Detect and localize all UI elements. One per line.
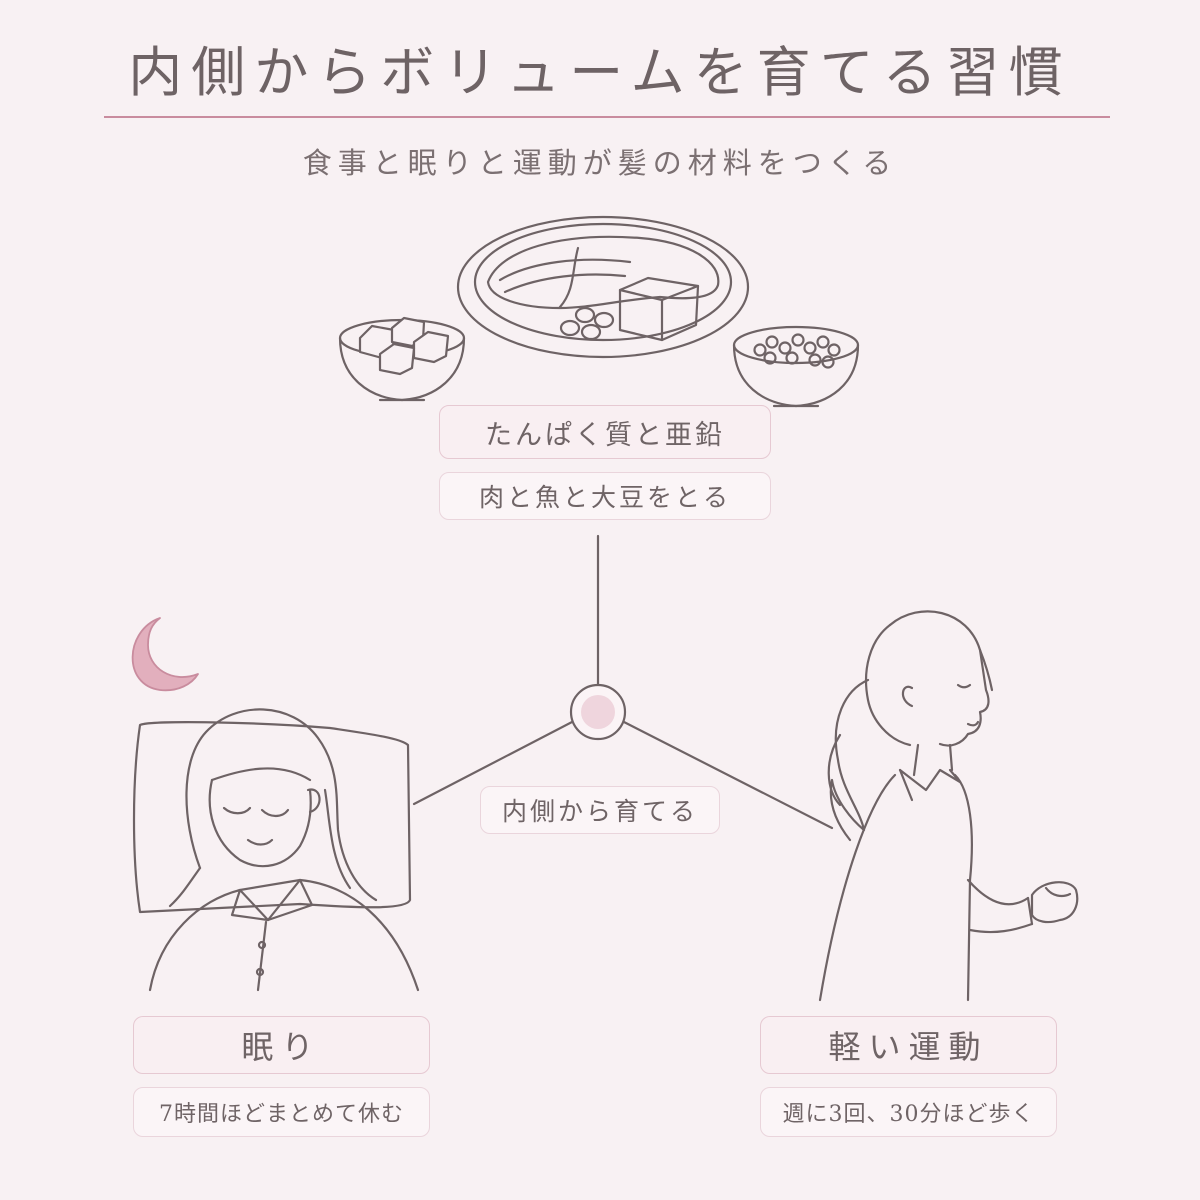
connector-exercise xyxy=(622,720,834,830)
connector-lines xyxy=(412,534,834,830)
sleep-heading-label: 眠り xyxy=(133,1016,430,1074)
page-subtitle: 食事と眠りと運動が髪の材料をつくる xyxy=(302,146,898,180)
title-divider xyxy=(104,116,1110,118)
moon-icon xyxy=(131,617,199,692)
soybean-bowl-icon xyxy=(732,325,860,408)
food-detail-label: 肉と魚と大豆をとる xyxy=(439,472,771,520)
sleep-detail-label: 7時間ほどまとめて休む xyxy=(133,1087,430,1137)
tofu-bowl-icon xyxy=(338,316,466,402)
center-label: 内側から育てる xyxy=(480,786,720,834)
hub-dot-icon xyxy=(569,683,627,741)
exercise-heading-label: 軽い運動 xyxy=(760,1016,1057,1074)
exercise-detail-label: 週に3回、30分ほど歩く xyxy=(760,1087,1057,1137)
food-plate-icon xyxy=(456,215,750,359)
walking-woman-icon xyxy=(818,610,1079,1002)
page-title: 内側からボリュームを育てる習慣 xyxy=(128,41,1072,104)
food-heading-label: たんぱく質と亜鉛 xyxy=(439,405,771,459)
sleeping-woman-icon xyxy=(132,708,420,992)
connector-sleep xyxy=(412,720,574,806)
